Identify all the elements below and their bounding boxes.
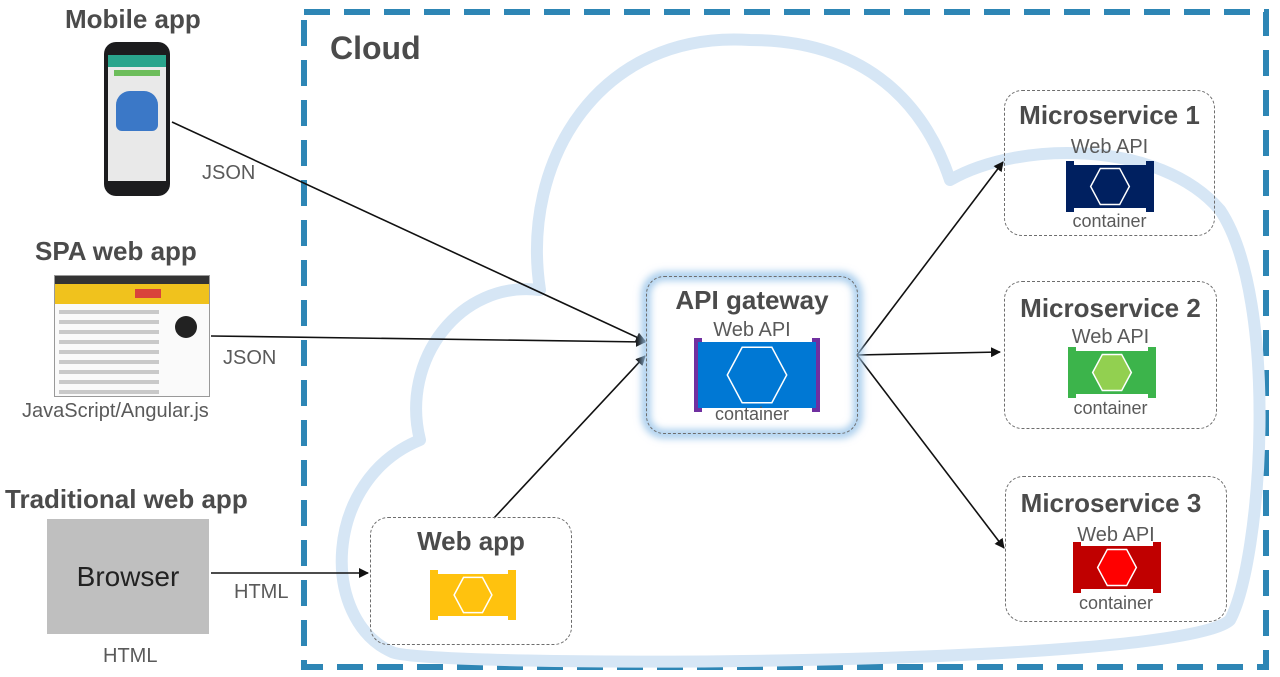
arrow-mobile-gateway bbox=[171, 121, 646, 342]
browser-label: Browser bbox=[76, 561, 180, 592]
spa-app-title: SPA web app bbox=[35, 236, 197, 266]
microservice-2-title: Microservice 2 bbox=[1020, 293, 1201, 323]
browser-box: Browser bbox=[47, 519, 209, 634]
webapp-title: Web app bbox=[417, 526, 525, 556]
microservice-2-container-icon bbox=[1068, 347, 1156, 398]
containers-group bbox=[430, 161, 1161, 620]
cloud-shape bbox=[335, 33, 1266, 668]
arrow-gateway-ms3 bbox=[856, 354, 1005, 549]
spa-logo-icon bbox=[175, 316, 197, 338]
microservice-2-caption: container bbox=[1073, 398, 1148, 418]
mobile-app-title: Mobile app bbox=[65, 4, 201, 34]
cloud-title: Cloud bbox=[330, 30, 421, 66]
spa-caption: JavaScript/Angular.js bbox=[22, 400, 209, 422]
traditional-app-title: Traditional web app bbox=[5, 484, 248, 514]
gateway-caption: container bbox=[714, 404, 790, 424]
microservice-1-container-icon bbox=[1066, 161, 1154, 212]
microservice-3-container-icon bbox=[1073, 542, 1161, 593]
spa-screenshot-image bbox=[54, 275, 210, 397]
microservice-3-title: Microservice 3 bbox=[1020, 488, 1202, 518]
gateway-title: API gateway bbox=[675, 285, 829, 315]
mobile-json-label: JSON bbox=[202, 162, 256, 184]
microservice-3-caption: container bbox=[1078, 593, 1154, 613]
mobile-phone-image bbox=[104, 42, 170, 196]
spa-json-label: JSON bbox=[223, 347, 277, 369]
cloud-boundary bbox=[301, 9, 1269, 670]
microservice-1-title: Microservice 1 bbox=[1019, 100, 1200, 130]
arrow-gateway-ms1 bbox=[856, 161, 1004, 356]
microservice-2-subtitle: Web API bbox=[1071, 326, 1150, 348]
arrow-spa-gateway bbox=[210, 335, 646, 347]
arrow-gateway-ms2 bbox=[856, 347, 1001, 358]
microservice-3-box bbox=[1005, 476, 1227, 622]
gateway-subtitle: Web API bbox=[713, 319, 791, 341]
gateway-container-icon bbox=[694, 338, 820, 412]
microservice-1-box bbox=[1004, 90, 1215, 236]
browser-html-label: HTML bbox=[234, 581, 289, 603]
hoodie-image bbox=[116, 91, 158, 131]
gateway-box bbox=[646, 276, 858, 434]
traditional-caption: HTML bbox=[103, 645, 158, 667]
microservice-3-subtitle: Web API bbox=[1077, 524, 1155, 546]
microservice-1-subtitle: Web API bbox=[1070, 136, 1149, 158]
microservice-1-caption: container bbox=[1072, 211, 1147, 231]
arrow-webapp-gateway bbox=[493, 355, 646, 519]
webapp-box bbox=[370, 517, 572, 645]
microservice-2-box bbox=[1004, 281, 1217, 429]
webapp-container-icon bbox=[430, 570, 516, 620]
